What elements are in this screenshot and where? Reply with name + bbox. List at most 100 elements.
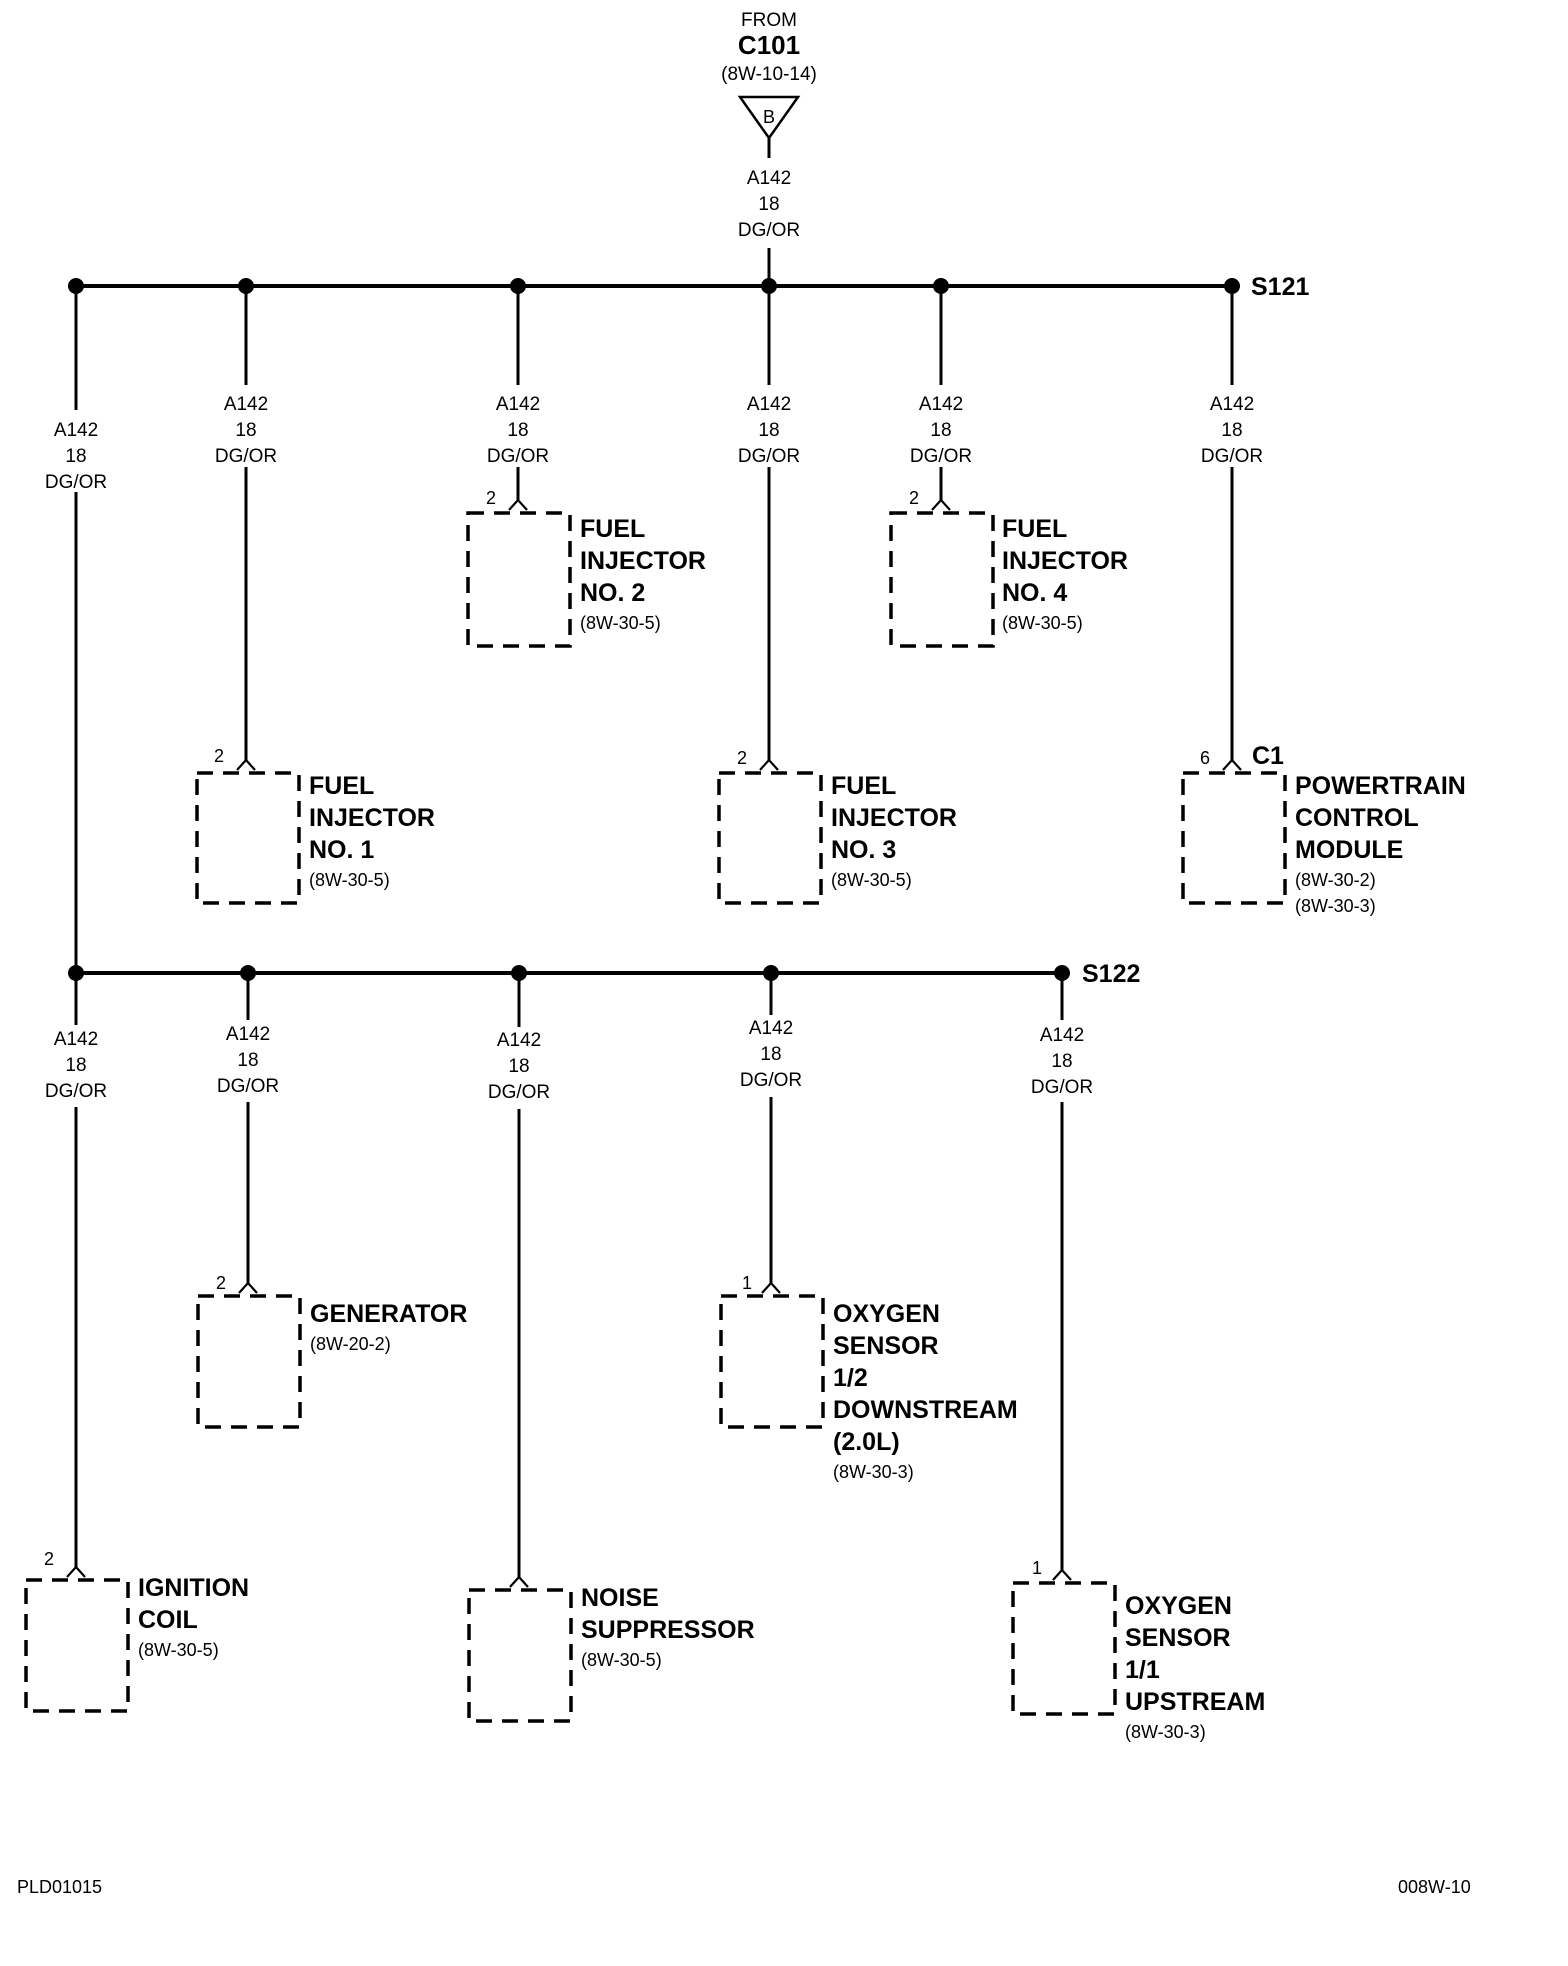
wire-circuit: A142	[226, 1024, 270, 1045]
pin-number: 2	[214, 746, 224, 766]
component-name-line: NO. 3	[831, 836, 896, 864]
wire-circuit: A142	[54, 1029, 98, 1050]
component-ref: (8W-30-5)	[580, 613, 661, 633]
wire-circuit: A142	[1040, 1025, 1084, 1046]
pin-terminal-icon	[509, 1575, 529, 1588]
wire-color: DG/OR	[738, 446, 800, 467]
pin-number: 2	[486, 488, 496, 508]
source-wire-label: A142 18 DG/OR	[738, 168, 800, 241]
component-name-line: IGNITION	[138, 1574, 249, 1602]
component-box	[466, 511, 572, 648]
component-name-line: OXYGEN	[833, 1300, 940, 1328]
wire-label-pcm: A142 18 DG/OR	[1201, 394, 1263, 467]
pin-terminal-icon	[236, 758, 256, 771]
wire-color: DG/OR	[1031, 1077, 1093, 1098]
splice-label-s121: S121	[1251, 273, 1309, 301]
wire-gauge: 18	[758, 420, 779, 441]
wire-circuit: A142	[919, 394, 963, 415]
connector-triangle-icon	[737, 95, 801, 141]
component-name-line: NO. 4	[1002, 579, 1067, 607]
component-box	[889, 511, 995, 648]
wire-circuit: A142	[54, 420, 98, 441]
component-powertrain-control-module: 6 C1 POWERTRAIN CONTROL MODULE (8W-30-2)…	[1181, 742, 1466, 916]
wire-label-o2down: A142 18 DG/OR	[740, 1018, 802, 1091]
wire-color: DG/OR	[487, 446, 549, 467]
component-box	[1011, 1581, 1117, 1716]
wire-label-inj2: A142 18 DG/OR	[487, 394, 549, 467]
source-connector-c101: FROM C101 (8W-10-14) B A142 18 DG/OR	[721, 10, 817, 286]
component-box	[196, 1294, 302, 1429]
component-name-line: GENERATOR	[310, 1300, 467, 1328]
component-oxygen-sensor-upstream: 1 OXYGEN SENSOR 1/1 UPSTREAM (8W-30-3)	[1011, 1558, 1265, 1742]
wire-gauge: 18	[65, 446, 86, 467]
pin-number: 2	[216, 1273, 226, 1293]
wire-color: DG/OR	[488, 1082, 550, 1103]
component-name-line: FUEL	[580, 515, 645, 543]
component-name-line: FUEL	[831, 772, 896, 800]
wire-gauge: 18	[1051, 1051, 1072, 1072]
component-box	[467, 1588, 573, 1723]
pin-terminal-icon	[931, 498, 951, 511]
wire-label-inj3: A142 18 DG/OR	[738, 394, 800, 467]
pin-terminal-icon	[66, 1565, 86, 1578]
wire-color: DG/OR	[738, 220, 800, 241]
pin-terminal-icon	[1052, 1568, 1072, 1581]
component-ref: (8W-30-5)	[138, 1640, 219, 1660]
component-name-line: INJECTOR	[580, 547, 706, 575]
component-box	[717, 771, 823, 905]
wire-gauge: 18	[237, 1050, 258, 1071]
wire-label-inj1: A142 18 DG/OR	[215, 394, 277, 467]
component-ignition-coil: 2 IGNITION COIL (8W-30-5)	[24, 1549, 249, 1713]
component-name-line: INJECTOR	[831, 804, 957, 832]
footer-left-code: PLD01015	[17, 1877, 102, 1897]
wire-circuit: A142	[747, 394, 791, 415]
component-name-line: NO. 2	[580, 579, 645, 607]
wire-label-inj4: A142 18 DG/OR	[910, 394, 972, 467]
component-name-line: POWERTRAIN	[1295, 772, 1466, 800]
pin-terminal-icon	[508, 498, 528, 511]
pin-number: 2	[737, 748, 747, 768]
component-ref: (8W-30-2)	[1295, 870, 1376, 890]
wire-circuit: A142	[496, 394, 540, 415]
wire-label-noise: A142 18 DG/OR	[488, 1030, 550, 1103]
source-connector-name: C101	[738, 30, 800, 60]
component-noise-suppressor: NOISE SUPPRESSOR (8W-30-5)	[467, 1575, 755, 1723]
source-from-label: FROM	[741, 10, 797, 31]
wire-color: DG/OR	[45, 1081, 107, 1102]
component-name-line: FUEL	[1002, 515, 1067, 543]
wire-gauge: 18	[235, 420, 256, 441]
pin-terminal-icon	[1222, 758, 1242, 771]
component-box	[24, 1578, 130, 1713]
wire-gauge: 18	[65, 1055, 86, 1076]
component-name-line: MODULE	[1295, 836, 1403, 864]
component-box	[1181, 771, 1287, 905]
wire-circuit: A142	[497, 1030, 541, 1051]
component-fuel-injector-2: 2 FUEL INJECTOR NO. 2 (8W-30-5)	[466, 488, 706, 648]
component-ref: (8W-30-3)	[833, 1462, 914, 1482]
wire-color: DG/OR	[740, 1070, 802, 1091]
component-fuel-injector-3: 2 FUEL INJECTOR NO. 3 (8W-30-5)	[717, 748, 957, 905]
pin-terminal-icon	[759, 758, 779, 771]
wire-label-o2up: A142 18 DG/OR	[1031, 1025, 1093, 1098]
upper-bus-s121: S121	[68, 273, 1309, 301]
wire-color: DG/OR	[910, 446, 972, 467]
pin-number: 1	[1032, 1558, 1042, 1578]
component-name-line: SENSOR	[833, 1332, 939, 1360]
component-name-line: DOWNSTREAM	[833, 1396, 1018, 1424]
splice-label-s122: S122	[1082, 960, 1140, 988]
wire-color: DG/OR	[217, 1076, 279, 1097]
component-name-line: SENSOR	[1125, 1624, 1231, 1652]
wire-label-trunk: A142 18 DG/OR	[45, 420, 107, 493]
wire-gauge: 18	[1221, 420, 1242, 441]
pcm-connector-label: C1	[1252, 742, 1284, 770]
connector-letter: B	[763, 107, 775, 127]
component-oxygen-sensor-downstream: 1 OXYGEN SENSOR 1/2 DOWNSTREAM (2.0L) (8…	[719, 1273, 1018, 1482]
component-name-line: INJECTOR	[1002, 547, 1128, 575]
wire-circuit: A142	[747, 168, 791, 189]
component-name-line: INJECTOR	[309, 804, 435, 832]
wire-color: DG/OR	[45, 472, 107, 493]
component-ref: (8W-30-3)	[1125, 1722, 1206, 1742]
wire-gauge: 18	[758, 194, 779, 215]
component-name-line: UPSTREAM	[1125, 1688, 1265, 1716]
